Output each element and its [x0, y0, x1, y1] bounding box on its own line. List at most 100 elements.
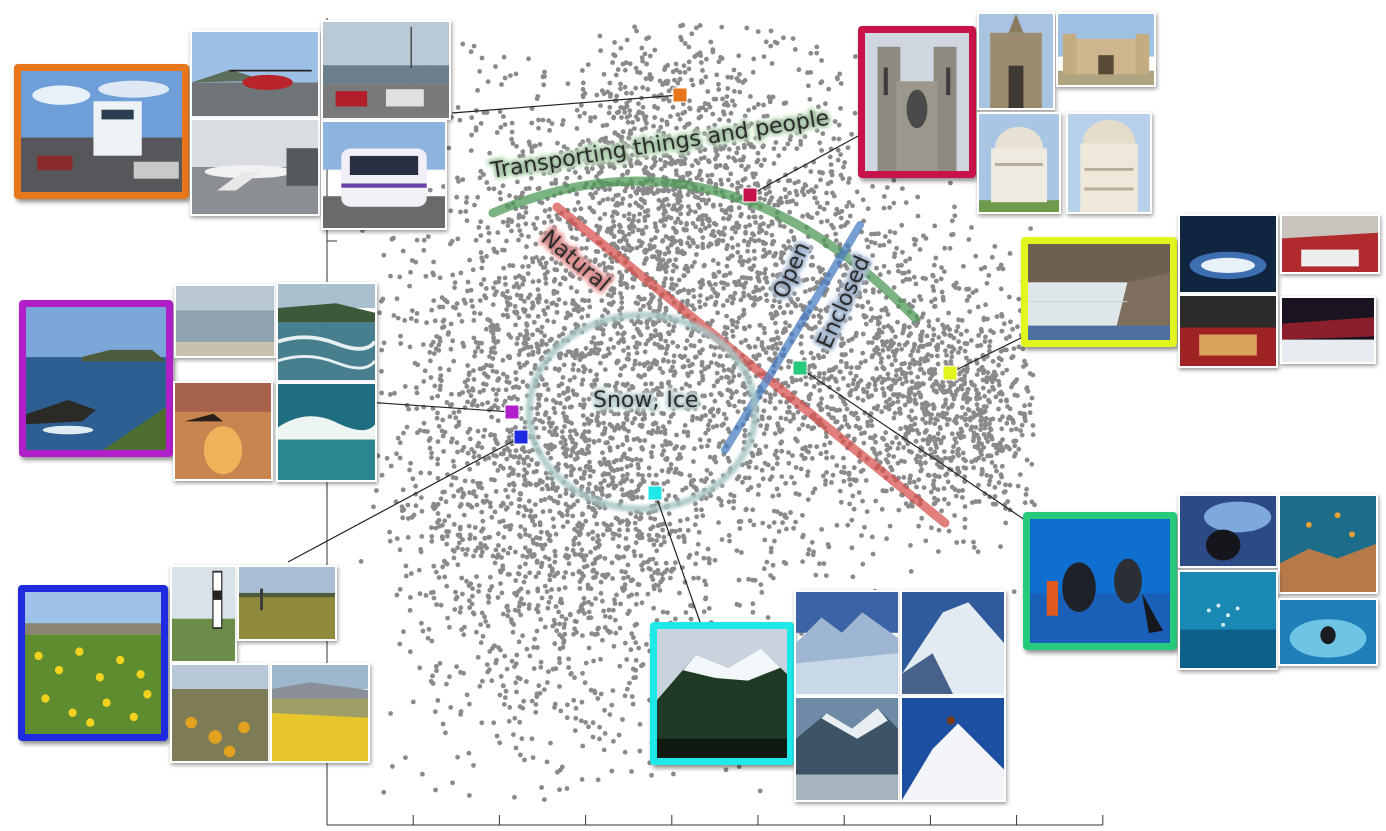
- scatter-point: [999, 312, 1004, 317]
- scatter-point: [845, 383, 851, 388]
- scatter-point: [855, 415, 860, 421]
- scatter-point: [563, 268, 569, 273]
- scatter-point: [682, 161, 687, 167]
- scatter-point: [1018, 428, 1023, 434]
- scatter-point: [544, 342, 549, 347]
- scatter-point: [669, 528, 675, 534]
- scatter-point: [523, 532, 528, 537]
- scatter-point: [799, 350, 805, 355]
- scatter-point: [1027, 410, 1033, 416]
- scatter-point: [883, 457, 889, 462]
- scatter-point: [437, 304, 442, 310]
- scatter-point: [695, 202, 701, 208]
- scatter-point: [484, 662, 490, 667]
- scatter-point: [719, 24, 725, 30]
- scatter-point: [601, 608, 606, 614]
- scatter-point: [999, 426, 1005, 432]
- scatter-point: [811, 549, 816, 555]
- scatter-point: [570, 571, 576, 577]
- scatter-point: [513, 376, 519, 382]
- scatter-point: [640, 104, 646, 110]
- scatter-point: [731, 505, 736, 511]
- scatter-point: [886, 385, 892, 391]
- scatter-point: [782, 146, 787, 152]
- scatter-point: [958, 331, 964, 337]
- scatter-point: [513, 370, 519, 375]
- scatter-point: [556, 297, 562, 302]
- scatter-point: [587, 473, 593, 479]
- scatter-point: [622, 401, 628, 406]
- scatter-point: [787, 137, 793, 143]
- scatter-point: [781, 310, 787, 315]
- scatter-point: [783, 328, 788, 334]
- scatter-point: [500, 611, 506, 617]
- scatter-point: [931, 485, 937, 491]
- scatter-point: [658, 542, 664, 548]
- scatter-point: [553, 250, 559, 256]
- scatter-point: [545, 318, 550, 324]
- scatter-point: [605, 272, 611, 278]
- scatter-point: [504, 666, 510, 672]
- scatter-point: [522, 298, 527, 304]
- scatter-point: [796, 426, 802, 432]
- scatter-point: [966, 237, 972, 242]
- scatter-point: [732, 279, 737, 285]
- scatter-point: [466, 523, 472, 529]
- scatter-point: [960, 405, 965, 410]
- scatter-point: [841, 376, 846, 381]
- scatter-point: [410, 699, 416, 705]
- scatter-point: [925, 342, 930, 347]
- scatter-point: [431, 563, 437, 569]
- scatter-point: [978, 342, 984, 348]
- scatter-point: [741, 307, 747, 313]
- scatter-point: [617, 372, 623, 378]
- scatter-point: [762, 197, 767, 203]
- scatter-point: [658, 429, 664, 435]
- scatter-point: [818, 451, 824, 457]
- scatter-point: [999, 357, 1004, 363]
- scatter-point: [700, 347, 705, 353]
- scatter-point: [951, 283, 957, 288]
- scatter-point: [585, 313, 591, 319]
- scatter-point: [659, 345, 665, 351]
- scatter-point: [647, 557, 653, 563]
- scatter-point: [673, 257, 679, 262]
- scatter-point: [911, 479, 917, 485]
- scatter-point: [634, 160, 639, 166]
- scatter-point: [775, 455, 780, 461]
- scatter-point: [682, 250, 687, 256]
- scatter-point: [731, 365, 736, 371]
- scatter-point: [563, 616, 569, 622]
- scatter-point: [597, 200, 602, 206]
- scatter-point: [466, 750, 472, 756]
- scatter-point: [463, 552, 469, 557]
- scatter-point: [898, 426, 903, 432]
- scatter-point: [514, 281, 520, 287]
- scatter-point: [442, 297, 448, 303]
- scatter-point: [661, 211, 667, 217]
- scatter-point: [678, 143, 684, 149]
- scatter-point: [622, 404, 628, 410]
- scatter-point: [645, 208, 651, 213]
- scatter-point: [788, 310, 794, 315]
- scatter-point: [448, 321, 454, 327]
- scatter-point: [568, 472, 574, 478]
- scatter-point: [929, 353, 934, 359]
- scatter-point: [581, 476, 586, 481]
- scatter-point: [636, 238, 642, 244]
- scatter-point: [431, 506, 437, 512]
- scatter-point: [777, 283, 783, 288]
- scatter-point: [606, 161, 612, 166]
- scatter-point: [445, 533, 450, 539]
- scatter-point: [942, 496, 947, 502]
- scatter-point: [431, 501, 437, 507]
- scatter-point: [625, 562, 631, 568]
- scatter-point: [998, 389, 1004, 395]
- scatter-point: [947, 456, 952, 461]
- scatter-point: [761, 54, 767, 59]
- scatter-point: [875, 376, 881, 382]
- scatter-point: [558, 440, 564, 445]
- scatter-point: [603, 353, 609, 359]
- scatter-point: [1024, 457, 1030, 463]
- scatter-point: [673, 616, 678, 622]
